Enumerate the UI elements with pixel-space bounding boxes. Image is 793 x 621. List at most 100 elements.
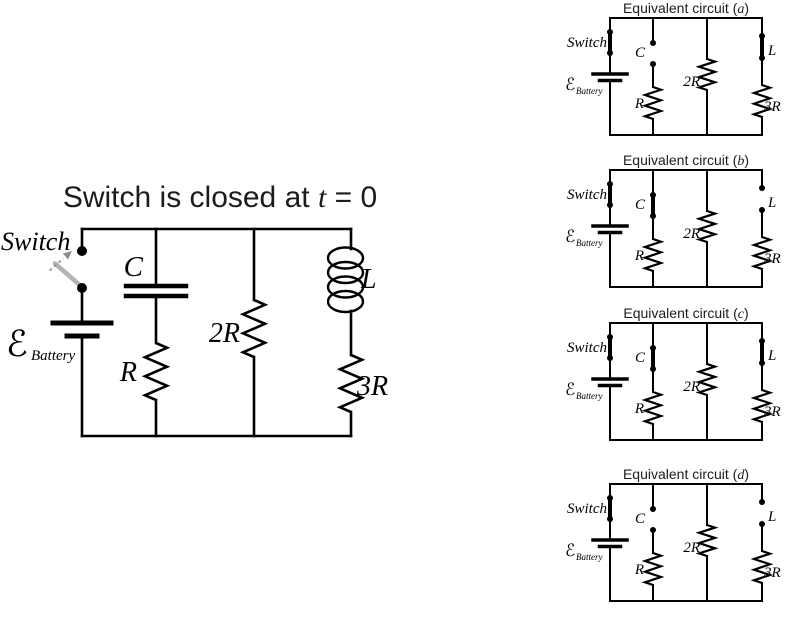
battery-symbol <box>591 377 629 388</box>
switch-contact-shorted <box>607 181 613 208</box>
capacitor-contact-open <box>650 40 656 67</box>
resistor-3R-label: 3R <box>356 371 388 402</box>
resistor-2R <box>695 57 719 92</box>
capacitor-contact-open <box>650 506 656 533</box>
resistor-2R <box>239 298 269 359</box>
emf-label: ℰ <box>565 227 575 247</box>
eq-title-suffix: ) <box>743 305 749 321</box>
eq-title-id: a <box>737 2 745 17</box>
junction-dot <box>607 181 613 187</box>
inductor-label: L <box>767 509 776 525</box>
resistor-2R <box>695 209 719 244</box>
resistor-R-label: R <box>634 562 644 578</box>
inductor-coil-loop <box>326 246 365 270</box>
resistor-2R <box>695 523 719 558</box>
emf-label: ℰ <box>565 380 575 400</box>
capacitor-label: C <box>635 511 646 527</box>
battery-symbol <box>591 224 629 235</box>
main-title-prefix: Switch is closed at <box>62 181 318 214</box>
switch-label: Switch <box>567 501 607 517</box>
capacitor-label: C <box>635 350 646 366</box>
capacitor-contact-shorted <box>650 192 656 219</box>
resistor-R-label: R <box>634 248 644 264</box>
main-title-variable: t <box>317 181 327 214</box>
resistor-3R <box>750 549 774 585</box>
emf-subscript-label: Battery <box>576 552 603 562</box>
eq-title-prefix: Equivalent circuit ( <box>622 0 738 16</box>
inductor-label: L <box>767 195 776 211</box>
capacitor-contact-shorted <box>650 345 656 372</box>
junction-dot <box>650 192 656 198</box>
eq-title-prefix: Equivalent circuit ( <box>622 152 738 168</box>
junction-dot <box>77 283 87 293</box>
emf-subscript-label: Battery <box>31 348 75 364</box>
resistor-3R-label: 3R <box>763 99 781 115</box>
switch-closing-arrowhead <box>62 250 72 260</box>
junction-dot <box>607 29 613 35</box>
eq-title-id: c <box>737 307 744 322</box>
eq-title-prefix: Equivalent circuit ( <box>622 466 738 482</box>
emf-label: ℰ <box>6 324 28 365</box>
inductor-contact-shorted <box>759 33 765 61</box>
switch-label: Switch <box>567 187 607 203</box>
emf-label: ℰ <box>565 541 575 561</box>
resistor-R-label: R <box>119 357 137 388</box>
eq-title-suffix: ) <box>744 0 750 16</box>
emf-subscript-label: Battery <box>576 86 603 96</box>
inductor-label: L <box>767 348 776 364</box>
resistor-3R <box>750 235 774 271</box>
resistor-3R <box>750 83 774 119</box>
inductor-coil-loop <box>326 275 365 299</box>
switch-label: Switch <box>1 227 70 256</box>
junction-dot <box>607 495 613 501</box>
junction-dot <box>759 185 765 191</box>
main-title-suffix: = 0 <box>326 181 378 214</box>
inductor-contact-open <box>759 185 765 213</box>
main-circuit-title: Switch is closed at t = 0 <box>0 181 440 215</box>
capacitor-label: C <box>635 45 646 61</box>
equivalent-circuit-title-d: Equivalent circuit (d) <box>596 466 776 483</box>
resistor-3R <box>750 388 774 424</box>
resistor-3R-label: 3R <box>763 251 781 267</box>
resistor-2R-label: 2R <box>683 379 700 395</box>
resistor-R <box>141 341 171 402</box>
junction-dot <box>650 345 656 351</box>
equivalent-circuit-title-c: Equivalent circuit (c) <box>596 305 776 322</box>
eq-title-id: d <box>737 468 745 483</box>
resistor-R-label: R <box>634 401 644 417</box>
emf-subscript-label: Battery <box>576 238 603 248</box>
inductor-contact-shorted <box>759 338 765 366</box>
inductor-label: L <box>767 43 776 59</box>
resistor-R-label: R <box>634 96 644 112</box>
resistor-3R <box>336 353 366 414</box>
switch-label: Switch <box>567 35 607 51</box>
resistor-2R-label: 2R <box>209 318 240 349</box>
switch-lever-open <box>52 261 85 290</box>
battery-symbol <box>50 320 114 339</box>
inductor-label: L <box>360 264 377 295</box>
eq-title-prefix: Equivalent circuit ( <box>623 305 738 321</box>
resistor-R <box>641 390 665 426</box>
equivalent-circuit-title-a: Equivalent circuit (a) <box>596 0 776 17</box>
resistor-3R-label: 3R <box>763 404 781 420</box>
resistor-2R-label: 2R <box>683 74 700 90</box>
emf-subscript-label: Battery <box>576 391 603 401</box>
eq-title-id: b <box>737 154 745 169</box>
battery-symbol <box>591 72 629 83</box>
eq-title-suffix: ) <box>744 152 750 168</box>
switch-contact-shorted <box>607 495 613 522</box>
resistor-2R <box>695 362 719 397</box>
battery-symbol <box>591 538 629 549</box>
junction-dot <box>759 338 765 344</box>
resistor-R <box>641 551 665 587</box>
